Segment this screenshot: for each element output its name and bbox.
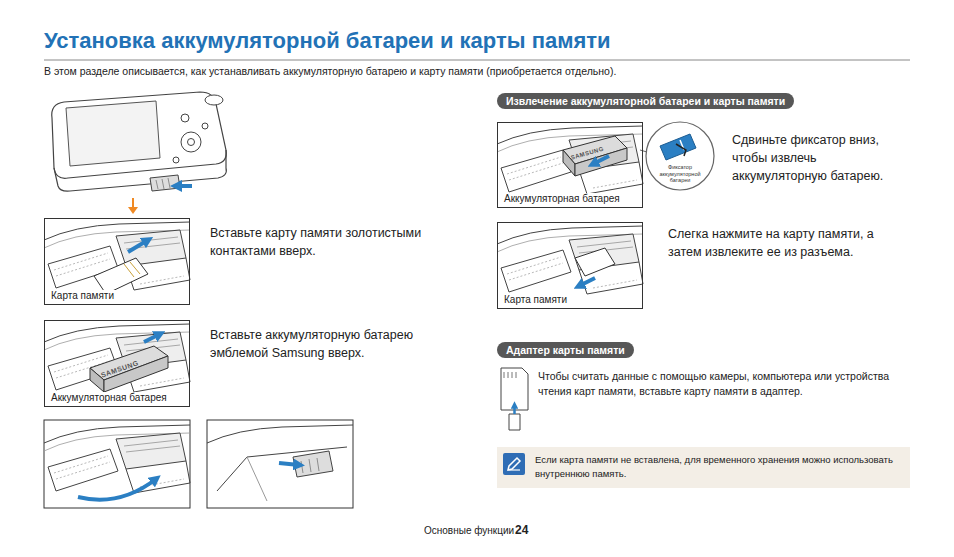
down-arrow <box>132 198 134 208</box>
sd-adapter-icon <box>501 368 528 430</box>
door-lock-figure <box>217 447 347 491</box>
sd-adapter-icon <box>501 368 528 410</box>
sd-adapter-icon <box>509 414 520 430</box>
card-insert-figure <box>128 240 148 252</box>
section-heading: Адаптер карты памяти <box>497 342 634 358</box>
figure-frame <box>44 420 190 508</box>
box-text: Если карта памяти не вставлена, для врем… <box>535 454 893 479</box>
camera-back <box>52 92 227 191</box>
card-remove-figure <box>497 226 643 294</box>
figure-caption: Аккумуляторная батарея <box>502 193 622 204</box>
sd-adapter-icon <box>504 372 516 378</box>
down-arrow <box>128 207 138 214</box>
battery-logo: SAMSUNG <box>570 146 605 161</box>
door-close-figure <box>78 479 156 500</box>
intro-text: В этом разделе описывается, как устанавл… <box>44 64 864 79</box>
instruction-text: Вставьте карту памяти золотистыми контак… <box>210 224 460 260</box>
card-insert-figure <box>44 222 190 294</box>
note-box: Если карта памяти не вставлена, для врем… <box>497 447 910 488</box>
battery-insert-figure <box>44 324 190 392</box>
page-title: Установка аккумуляторной батареи и карты… <box>44 28 611 54</box>
figure-frame: Аккумуляторная батарея <box>497 122 643 208</box>
figure-frame <box>207 420 353 508</box>
card-insert-figure <box>94 258 148 294</box>
note-icon <box>508 469 520 470</box>
note-icon <box>503 453 525 475</box>
figure-frame: Карта памяти <box>497 222 643 309</box>
note-icon <box>503 453 525 475</box>
camera-back <box>52 92 227 178</box>
card-remove-figure <box>575 248 615 276</box>
box-text: Адаптер карты памяти <box>506 344 625 356</box>
title-rule <box>44 60 910 61</box>
figure-caption: Карта памяти <box>502 294 569 305</box>
battery-remove-figure <box>497 126 643 194</box>
door-close-figure <box>44 425 190 500</box>
door-close-figure <box>44 425 190 493</box>
camera-back <box>66 101 160 166</box>
callout-label: Фиксатор аккумуляторной батареи <box>652 164 708 184</box>
instruction-text: Вставьте аккумуляторную батарею эмблемой… <box>210 326 460 362</box>
battery-insert-figure <box>144 334 160 342</box>
camera-back <box>176 184 192 188</box>
camera-back <box>150 175 180 191</box>
sd-adapter-icon <box>513 405 516 414</box>
latch-callout <box>646 122 714 190</box>
battery-remove-figure <box>593 156 609 164</box>
figure-caption: Аккумуляторная батарея <box>49 392 169 403</box>
camera-back <box>202 123 208 129</box>
camera-back <box>173 157 179 163</box>
camera-back <box>156 178 170 189</box>
box-text: Извлечение аккумуляторной батареи и карт… <box>506 95 785 107</box>
card-insert-figure <box>124 262 140 277</box>
camera-back <box>188 139 195 146</box>
door-lock-figure <box>247 457 267 501</box>
door-lock-figure <box>207 425 353 501</box>
instruction-text: Чтобы считать данные с помощью камеры, к… <box>538 369 916 399</box>
battery-remove-figure <box>497 126 643 194</box>
card-remove-figure <box>579 278 595 286</box>
page-section: Основные функции <box>424 524 514 539</box>
door-lock-figure <box>207 425 353 443</box>
instruction-text: Слегка нажмите на карту памяти, а затем … <box>668 225 908 261</box>
camera-back <box>181 132 201 152</box>
door-lock-figure <box>279 463 299 465</box>
door-lock-figure <box>301 458 319 473</box>
latch-callout <box>660 134 696 160</box>
battery-insert-figure <box>44 324 190 392</box>
section-heading: Извлечение аккумуляторной батареи и карт… <box>497 93 794 109</box>
figure-frame: Карта памяти <box>44 218 190 305</box>
figure-caption: Карта памяти <box>49 290 116 301</box>
latch-callout <box>676 144 686 156</box>
latch-callout <box>646 122 714 190</box>
camera-back <box>181 114 189 122</box>
note-icon <box>508 458 520 470</box>
figure-frame: Аккумуляторная батарея <box>44 320 190 407</box>
battery-logo: SAMSUNG <box>100 359 139 378</box>
page-number: 24 <box>515 522 528 539</box>
card-remove-figure <box>497 226 643 294</box>
down-arrow <box>128 198 138 214</box>
camera-back <box>205 95 223 105</box>
instruction-text: Сдвиньте фиксатор вниз, чтобы извлечь ак… <box>732 131 912 185</box>
